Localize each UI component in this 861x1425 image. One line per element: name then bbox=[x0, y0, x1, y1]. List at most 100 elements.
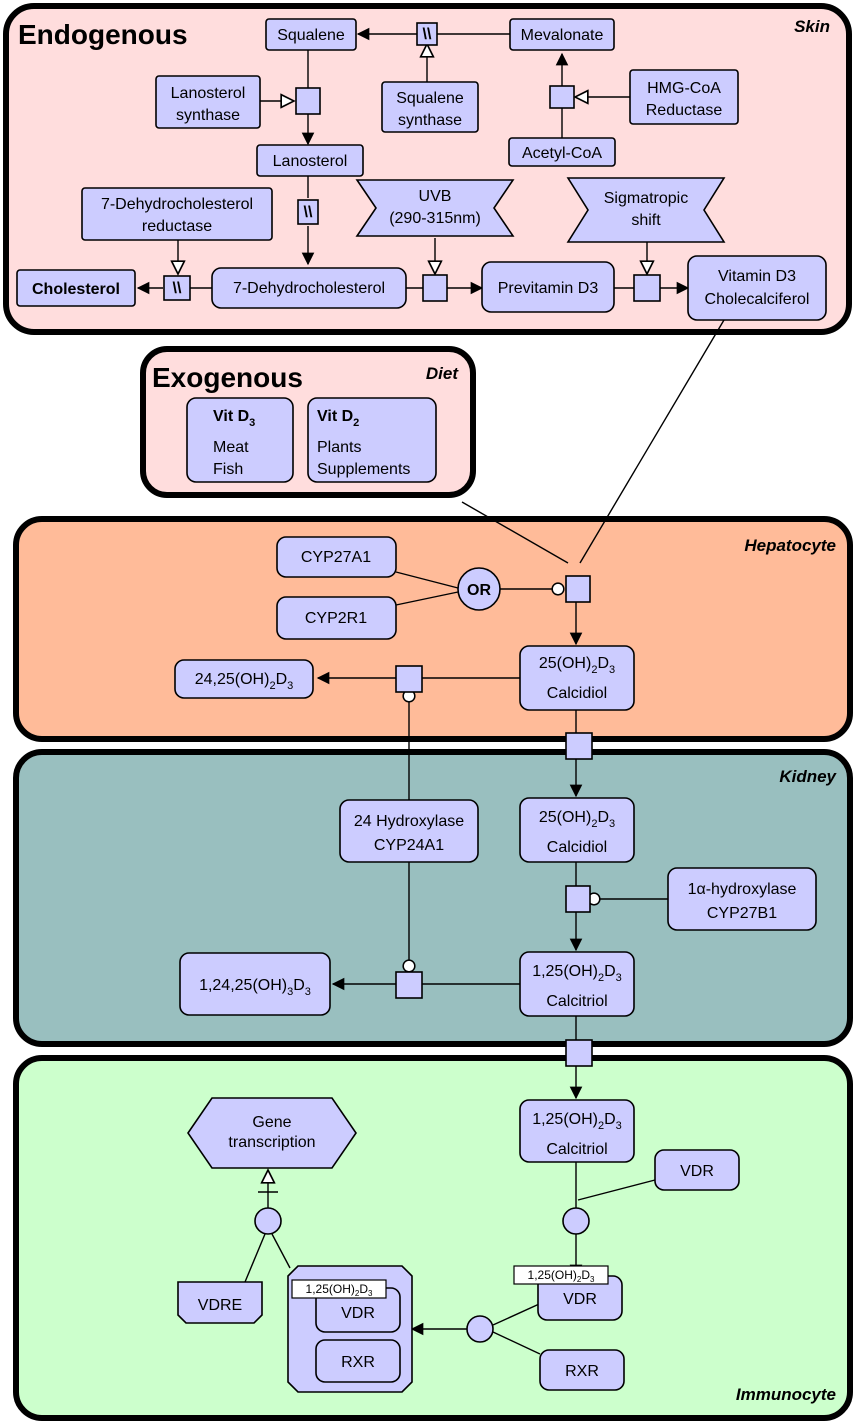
svg-text:Previtamin D3: Previtamin D3 bbox=[498, 280, 599, 297]
node-gene-transcription: Gene transcription bbox=[187, 1097, 357, 1169]
node-vit-d3-diet: Vit D3 Meat Fish bbox=[186, 397, 294, 483]
svg-text:\\: \\ bbox=[173, 280, 182, 297]
compartment-diet-tag: Diet bbox=[426, 364, 459, 383]
compartment-skin-tag: Skin bbox=[794, 17, 830, 36]
association-calcitriol-vdr bbox=[562, 1207, 590, 1235]
svg-text:Squalene: Squalene bbox=[277, 27, 345, 44]
svg-text:CYP2R1: CYP2R1 bbox=[305, 610, 367, 627]
association-gene-complex bbox=[254, 1207, 282, 1235]
node-calcidiol-kidney: 25(OH)2D3 Calcidiol bbox=[519, 797, 635, 863]
node-7-dhc-reductase: 7-Dehydrocholesterol reductase bbox=[81, 187, 273, 241]
svg-text:OR: OR bbox=[467, 582, 491, 599]
vit-d2-title: Vit D2 bbox=[317, 408, 359, 429]
or-operator: OR bbox=[457, 567, 501, 611]
compartment-immunocyte-tag: Immunocyte bbox=[736, 1385, 836, 1404]
process-24-hydroxylation-liver bbox=[395, 665, 423, 693]
node-calcitriol-kidney: 1,25(OH)2D3 Calcitriol bbox=[519, 951, 635, 1017]
svg-text:HMG-CoA: HMG-CoA bbox=[647, 80, 721, 97]
node-24-hydroxylase-cyp24a1: 24 Hydroxylase CYP24A1 bbox=[339, 799, 479, 863]
svg-text:CYP27A1: CYP27A1 bbox=[301, 549, 371, 566]
compartment-immunocyte: Immunocyte bbox=[13, 1055, 853, 1421]
svg-text:24 Hydroxylase: 24 Hydroxylase bbox=[354, 813, 464, 830]
node-vit-d2-diet: Vit D2 Plants Supplements bbox=[307, 397, 437, 483]
svg-text:synthase: synthase bbox=[398, 112, 462, 129]
svg-text:Squalene: Squalene bbox=[396, 90, 464, 107]
svg-text:transcription: transcription bbox=[228, 1134, 315, 1151]
svg-text:UVB: UVB bbox=[419, 188, 452, 205]
svg-text:Vitamin D3: Vitamin D3 bbox=[718, 268, 796, 285]
svg-text:VDRE: VDRE bbox=[198, 1297, 242, 1314]
node-24-25-oh2d3: 24,25(OH)2D3 bbox=[174, 659, 314, 699]
node-previtamin-d3: Previtamin D3 bbox=[481, 261, 615, 313]
compartment-diet-title: Exogenous bbox=[152, 362, 303, 393]
svg-text:Meat: Meat bbox=[213, 439, 249, 456]
svg-text:CYP24A1: CYP24A1 bbox=[374, 837, 444, 854]
node-mevalonate: Mevalonate bbox=[509, 18, 615, 51]
node-1a-hydroxylase-cyp27b1: 1α-hydroxylase CYP27B1 bbox=[667, 867, 817, 931]
svg-text:Cholesterol: Cholesterol bbox=[32, 281, 120, 298]
node-vdr: VDR bbox=[654, 1149, 740, 1191]
svg-text:Sigmatropic: Sigmatropic bbox=[604, 190, 688, 207]
svg-text:1,25(OH)2D3: 1,25(OH)2D3 bbox=[528, 1268, 595, 1284]
connections bbox=[136, 27, 725, 1355]
svg-text:25(OH)2D3: 25(OH)2D3 bbox=[539, 655, 615, 676]
svg-text:24,25(OH)2D3: 24,25(OH)2D3 bbox=[195, 671, 294, 692]
svg-text:(290-315nm): (290-315nm) bbox=[389, 210, 481, 227]
svg-text:VDR: VDR bbox=[563, 1291, 597, 1308]
svg-text:Lanosterol: Lanosterol bbox=[273, 153, 348, 170]
compartment-kidney-tag: Kidney bbox=[779, 767, 837, 786]
node-acetyl-coa: Acetyl-CoA bbox=[508, 137, 616, 167]
svg-text:VDR: VDR bbox=[680, 1163, 714, 1180]
node-uvb: UVB (290-315nm) bbox=[355, 179, 515, 237]
node-squalene-synthase: Squalene synthase bbox=[381, 81, 479, 133]
node-calcidiol-liver: 25(OH)2D3 Calcidiol bbox=[519, 645, 635, 711]
node-1-24-25-oh3d3: 1,24,25(OH)3D3 bbox=[179, 952, 331, 1016]
svg-text:Gene: Gene bbox=[252, 1114, 291, 1131]
compartment-hepatocyte: Hepatocyte bbox=[13, 516, 853, 742]
svg-text:Calcitriol: Calcitriol bbox=[546, 1141, 607, 1158]
svg-text:Lanosterol: Lanosterol bbox=[171, 85, 246, 102]
process-sigmatropic bbox=[633, 274, 661, 302]
process-transport-kidney-immunocyte bbox=[565, 1039, 593, 1067]
process-omitted-lanosterol: \\ bbox=[297, 199, 319, 225]
svg-text:RXR: RXR bbox=[341, 1354, 375, 1371]
svg-text:Calcidiol: Calcidiol bbox=[547, 685, 607, 702]
svg-text:1,25(OH)2D3: 1,25(OH)2D3 bbox=[532, 1111, 622, 1132]
svg-text:\\: \\ bbox=[304, 204, 313, 221]
svg-text:1α-hydroxylase: 1α-hydroxylase bbox=[688, 881, 797, 898]
vit-d3-title: Vit D3 bbox=[213, 408, 255, 429]
node-lanosterol: Lanosterol bbox=[256, 144, 364, 177]
node-vdr-rxr-complex: VDR 1,25(OH)2D3 RXR bbox=[287, 1265, 413, 1393]
node-cholesterol: Cholesterol bbox=[16, 269, 136, 307]
svg-text:VDR: VDR bbox=[341, 1305, 375, 1322]
node-vdr-bound: VDR 1,25(OH)2D3 bbox=[513, 1265, 623, 1321]
node-7-dehydrocholesterol: 7-Dehydrocholesterol bbox=[211, 267, 407, 309]
svg-text:Calcidiol: Calcidiol bbox=[547, 839, 607, 856]
node-calcitriol-immunocyte: 1,25(OH)2D3 Calcitriol bbox=[519, 1099, 635, 1163]
svg-text:reductase: reductase bbox=[142, 218, 212, 235]
svg-text:Plants: Plants bbox=[317, 439, 361, 456]
svg-text:7-Dehydrocholesterol: 7-Dehydrocholesterol bbox=[233, 280, 385, 297]
svg-text:Calcitriol: Calcitriol bbox=[546, 993, 607, 1010]
svg-text:RXR: RXR bbox=[565, 1363, 599, 1380]
svg-text:1,25(OH)2D3: 1,25(OH)2D3 bbox=[306, 1282, 373, 1298]
process-omitted-cholesterol: \\ bbox=[163, 275, 191, 301]
node-hmg-coa-reductase: HMG-CoA Reductase bbox=[629, 69, 739, 125]
svg-text:\\: \\ bbox=[423, 26, 432, 43]
process-24-hydroxylation-kidney bbox=[395, 971, 423, 999]
svg-text:Reductase: Reductase bbox=[646, 102, 723, 119]
node-sigmatropic-shift: Sigmatropic shift bbox=[566, 177, 726, 243]
process-mevalonate-synthesis bbox=[549, 85, 575, 109]
compartment-hepatocyte-tag: Hepatocyte bbox=[744, 536, 836, 555]
node-cyp2r1: CYP2R1 bbox=[276, 596, 397, 640]
svg-text:Mevalonate: Mevalonate bbox=[521, 27, 604, 44]
process-uvb-conversion bbox=[422, 274, 448, 302]
svg-text:Fish: Fish bbox=[213, 461, 243, 478]
svg-text:Cholecalciferol: Cholecalciferol bbox=[705, 291, 810, 308]
svg-text:Acetyl-CoA: Acetyl-CoA bbox=[522, 145, 602, 162]
process-1a-hydroxylation bbox=[565, 885, 591, 913]
process-transport-liver-kidney bbox=[565, 732, 593, 760]
node-squalene: Squalene bbox=[265, 18, 357, 51]
process-lanosterol-synthesis bbox=[295, 87, 321, 115]
